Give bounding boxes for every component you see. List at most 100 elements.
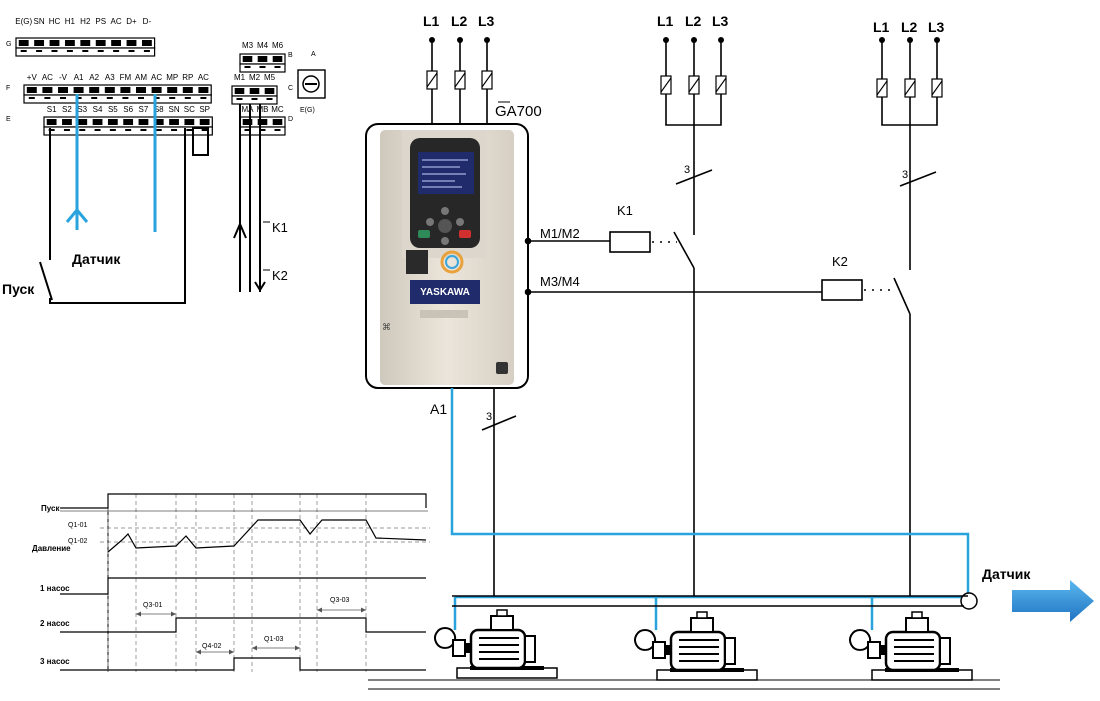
terminal-e-label: S1 xyxy=(47,105,57,114)
terminal-g-label: SN xyxy=(34,17,45,26)
terminal-f-screw xyxy=(26,87,37,93)
k2-label: K2 xyxy=(832,254,848,269)
terminal-f-screw xyxy=(120,87,131,93)
svg-text:⌘: ⌘ xyxy=(382,322,391,332)
sensor-label-local: Датчик xyxy=(72,251,121,267)
timing-row-label: 2 насос xyxy=(40,619,70,628)
terminal-e-screw xyxy=(169,119,179,125)
terminal-e-label: S8 xyxy=(154,105,164,114)
svg-text:Q1-02: Q1-02 xyxy=(68,538,88,545)
vfd-drive: YASKAWA ⌘ xyxy=(365,123,529,389)
relay-bot-label: MA xyxy=(242,105,255,114)
terminal-e-screw xyxy=(153,119,164,125)
terminal-f-screw xyxy=(151,87,162,93)
a1-label: A1 xyxy=(430,401,447,417)
relay-mid-screw xyxy=(234,88,245,94)
terminal-g-screw xyxy=(95,40,106,46)
relay-mid-label: M5 xyxy=(264,73,276,82)
terminal-e-screw xyxy=(199,119,210,125)
terminal-g-screw xyxy=(141,40,152,46)
svg-text:L3: L3 xyxy=(478,13,495,29)
terminal-g-label: HC xyxy=(49,17,61,26)
local-wiring xyxy=(39,104,270,304)
flow-arrow xyxy=(1012,580,1094,622)
terminal-e-label: S3 xyxy=(77,105,87,114)
terminal-e-screw xyxy=(138,119,149,125)
svg-text:L3: L3 xyxy=(712,13,729,29)
k1-label: K1 xyxy=(617,203,633,218)
terminal-f-screw xyxy=(73,87,84,93)
terminal-f-label: A1 xyxy=(74,73,84,82)
terminal-f-screw xyxy=(58,87,68,93)
pumps xyxy=(433,608,974,682)
timing-row-label: Пуск xyxy=(41,504,60,513)
start-label: Пуск xyxy=(2,281,35,297)
terminal-e-screw xyxy=(92,119,103,125)
output-m3m4-label: M3/M4 xyxy=(540,274,580,289)
svg-text:Q1-01: Q1-01 xyxy=(68,522,88,529)
terminal-f-label: -V xyxy=(59,73,68,82)
relay-top-label: M3 xyxy=(242,41,254,50)
terminal-e-screw xyxy=(184,119,195,125)
terminal-f-label: AC xyxy=(151,73,162,82)
terminal-g-label: E(G) xyxy=(15,17,32,26)
terminal-g-label: H2 xyxy=(80,17,91,26)
terminal-e-label: S5 xyxy=(108,105,118,114)
svg-text:L3: L3 xyxy=(928,19,945,35)
terminal-f-screw xyxy=(104,87,115,93)
terminal-g-screw xyxy=(18,40,29,46)
relay-mid-screw xyxy=(264,88,275,94)
terminal-g-screw xyxy=(111,40,122,46)
terminal-e-screw xyxy=(123,119,134,125)
relay-mid-label: M1 xyxy=(234,73,246,82)
terminal-e-label: SP xyxy=(199,105,210,114)
svg-text:E: E xyxy=(6,116,11,123)
terminal-e-label: S6 xyxy=(123,105,133,114)
terminal-e-screw xyxy=(46,119,57,125)
relay-top-label: M4 xyxy=(257,41,269,50)
timing-interval-label: Q4-02 xyxy=(202,643,222,650)
terminal-f-screw xyxy=(136,87,146,93)
sensor-label: Датчик xyxy=(982,566,1031,582)
terminal-g-label: D- xyxy=(143,17,152,26)
terminal-g-label: AC xyxy=(111,17,122,26)
terminal-e-screw xyxy=(77,119,88,125)
svg-text:L2: L2 xyxy=(901,19,918,35)
svg-text:B: B xyxy=(288,52,293,59)
terminal-f-label: AM xyxy=(135,73,147,82)
terminal-f-label: RP xyxy=(182,73,193,82)
relay-bot-screw xyxy=(272,119,283,125)
svg-text:A: A xyxy=(311,51,316,58)
terminal-g-screw xyxy=(80,40,91,46)
svg-text:L1: L1 xyxy=(873,19,890,35)
terminal-f-screw xyxy=(198,87,209,93)
output-m1m2-label: M1/M2 xyxy=(540,226,580,241)
svg-text:L2: L2 xyxy=(685,13,702,29)
phase-terminals xyxy=(429,37,940,43)
svg-text:L2: L2 xyxy=(451,13,468,29)
terminal-g-screw xyxy=(126,40,137,46)
terminal-f-screw xyxy=(182,87,193,93)
timing-interval-label: Q3-03 xyxy=(330,597,350,604)
terminal-g-label: D+ xyxy=(126,17,137,26)
terminal-g-screw xyxy=(49,40,60,46)
drive-model-label: GA700 xyxy=(495,103,542,120)
terminal-f-label: AC xyxy=(42,73,53,82)
pump-3 xyxy=(848,610,974,682)
timing-row-label: 1 насос xyxy=(40,584,70,593)
timing-row-label: 3 насос xyxy=(40,657,70,666)
svg-text:C: C xyxy=(288,85,293,92)
relay-top-screw xyxy=(242,56,253,62)
sensor-node xyxy=(960,592,978,610)
pump-2 xyxy=(633,610,759,682)
relay-bot-screw xyxy=(257,119,268,125)
relay-bot-label: MB xyxy=(257,105,269,114)
terminal-g-label: PS xyxy=(95,17,106,26)
pump-1 xyxy=(433,608,559,680)
wire-count-2: 3 xyxy=(902,169,908,181)
svg-text:D: D xyxy=(288,116,293,123)
fuses xyxy=(426,70,943,98)
